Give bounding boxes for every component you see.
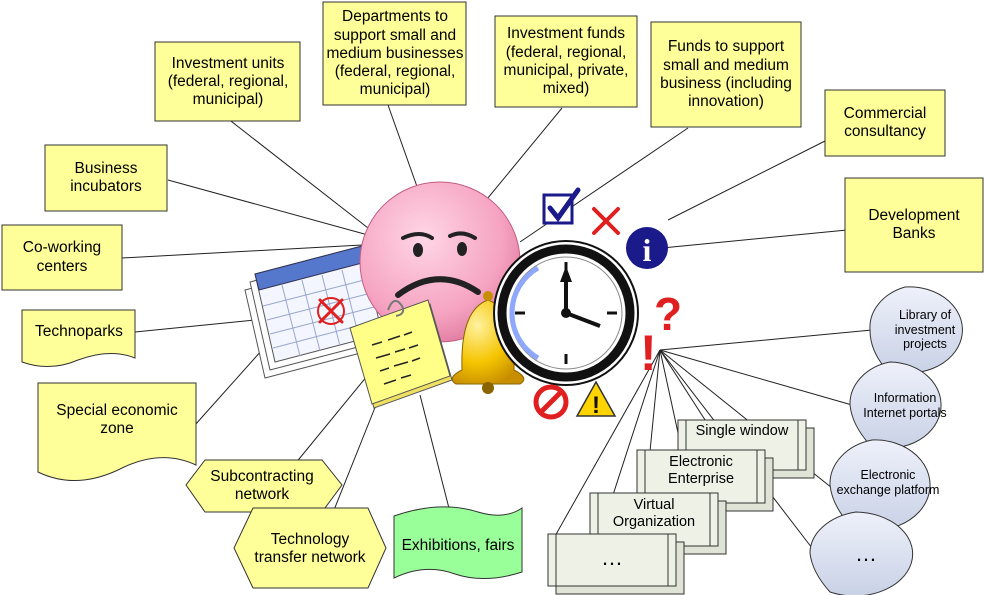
funds-support-box <box>650 21 802 128</box>
business-incubators-label: Business incubators <box>70 159 142 195</box>
coworking-box <box>1 224 123 291</box>
investment-funds-box <box>494 15 638 108</box>
exhibitions-flag <box>393 506 523 580</box>
development-banks-box <box>844 177 984 273</box>
departments-label: Departments to support small and medium … <box>326 8 464 99</box>
more-pages-label: … <box>601 545 623 571</box>
electronic-enterprise-label: Electronic Enterprise <box>667 453 735 487</box>
exhibitions-label: Exhibitions, fairs <box>401 536 515 554</box>
business-incubators-box <box>44 144 168 212</box>
calendar-icon <box>244 245 383 379</box>
exclamation-icon: ! <box>640 325 657 381</box>
info-icon: i <box>626 227 668 269</box>
clock-icon <box>493 240 639 386</box>
investment-funds-label: Investment funds (federal, regional, mun… <box>503 25 629 98</box>
single-window-label: Single window <box>695 423 789 440</box>
more-bubbles-label: … <box>855 541 877 567</box>
library-label: Library of investment projects <box>894 307 956 352</box>
departments-box <box>322 1 467 106</box>
tech-transfer-label: Technology transfer network <box>254 530 366 566</box>
warning-icon: ! <box>575 380 617 419</box>
sticky-note-icon <box>349 299 453 409</box>
special-zone-box <box>37 382 197 481</box>
checkbox-icon <box>542 187 581 225</box>
special-zone-label: Special economic zone <box>56 401 178 437</box>
red-x-icon <box>592 207 620 235</box>
subcontracting-label: Subcontracting network <box>210 467 314 503</box>
more-bubble <box>809 511 914 595</box>
exchange-label: Electronic exchange platform <box>836 468 940 497</box>
coworking-label: Co-working centers <box>22 239 102 275</box>
virtual-organization-label: Virtual Organization <box>612 496 696 530</box>
technoparks-box <box>21 309 136 367</box>
warning-glyph: ! <box>592 392 600 419</box>
investment-units-label: Investment units (federal, regional, mun… <box>167 54 289 109</box>
commercial-label: Commercial consultancy <box>843 104 927 140</box>
investment-units-box <box>154 41 301 122</box>
technoparks-label: Technoparks <box>35 322 123 340</box>
no-entry-icon <box>533 384 569 420</box>
development-banks-label: Development Banks <box>868 206 960 242</box>
funds-support-label: Funds to support small and medium busine… <box>660 38 792 111</box>
info-glyph: i <box>643 232 652 268</box>
more-pages <box>547 533 685 595</box>
question-icon: ? <box>654 288 682 340</box>
portals-label: Information Internet portals <box>863 391 947 420</box>
tech-transfer-hexagon <box>233 507 387 589</box>
commercial-box <box>824 89 946 157</box>
